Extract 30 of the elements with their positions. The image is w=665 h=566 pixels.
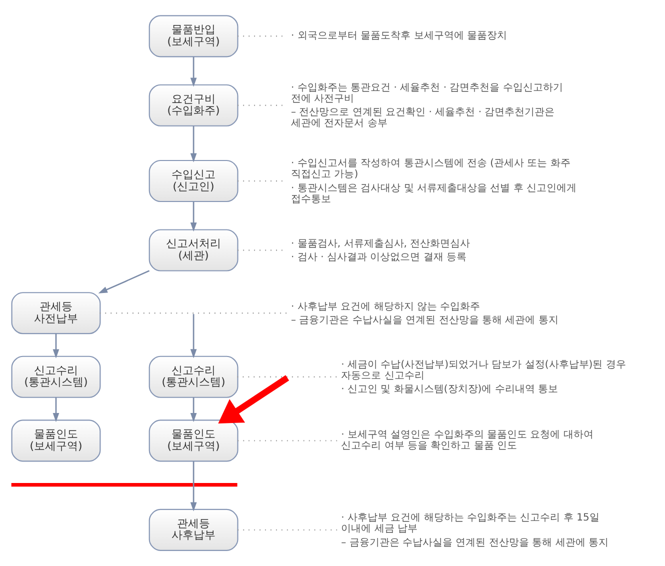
arrow	[218, 374, 290, 424]
node-text: · 세금이 수납(사전납부)되었거나 담보가 설정(사후납부)된 경우 자동으로 신고수리 · 신고인 및 화물시스템(장치장)에 수리내역 통보	[341, 359, 626, 395]
arrow	[190, 314, 197, 358]
connector	[237, 376, 337, 377]
node-box: 요건구비 (수입화주)	[148, 84, 238, 126]
node-box: 신고수리 (통관시스템)	[148, 355, 238, 398]
arrow	[190, 126, 197, 162]
node-box: 신고서처리 (세관)	[148, 228, 238, 271]
node-text: · 수입화주는 통관요건 · 세율추천 · 감면추천을 수입신고하기 전에 사전구비 – 전산망으로 연계된 요건확인 · 세율추천 · 감면추천기관은 세관에 전자문서 송부	[291, 82, 563, 129]
node-box: 물품반입 (보세구역)	[148, 14, 238, 57]
node-text: · 보세구역 설영인은 수입화주의 물품인도 요청에 대하여 신고수리 여부 등을 확인하고 물품 인도	[341, 429, 594, 452]
node-box: 물품인도 (보세구역)	[11, 419, 101, 462]
arrow	[98, 270, 150, 293]
arrow	[52, 396, 60, 422]
node-bar	[11, 482, 238, 486]
node-box: 관세등 사전납부	[11, 292, 101, 334]
node-text: · 외국으로부터 물품도착후 보세구역에 물품장치	[291, 30, 507, 42]
node-box: 수입신고 (신고인)	[148, 159, 238, 202]
node-text: · 사후납부 요건에 해당하지 않는 수입화주 – 금융기관은 수납사실을 연계된 전산망을 통해 세관에 통지	[291, 300, 558, 326]
arrow	[190, 56, 197, 86]
node-box: 물품인도 (보세구역)	[148, 419, 238, 462]
node-box: 신고수리 (통관시스템)	[11, 355, 101, 398]
arrow	[190, 460, 197, 511]
arrow	[190, 396, 197, 422]
node-text: · 수입신고서를 작성하여 통관시스템에 전송 (관세사 또는 화주 직접신고 가능) · 통관시스템은 검사대상 및 서류제출대상을 선별 후 신고인에게 접수통보	[291, 158, 577, 204]
node-text: · 사후납부 요건에 해당하는 수입화주는 신고수리 후 15일 이내에 세금 납부 – 금융기관은 수납사실을 연계된 전산망을 통해 세관에 통지	[341, 512, 608, 548]
node-text: · 물품검사, 서류제출심사, 전산화면심사 · 검사 · 심사결과 이상없으면 결재 등록	[291, 238, 470, 263]
arrow	[190, 201, 197, 232]
arrow	[52, 333, 60, 358]
node-box: 관세등 사후납부	[148, 508, 238, 550]
